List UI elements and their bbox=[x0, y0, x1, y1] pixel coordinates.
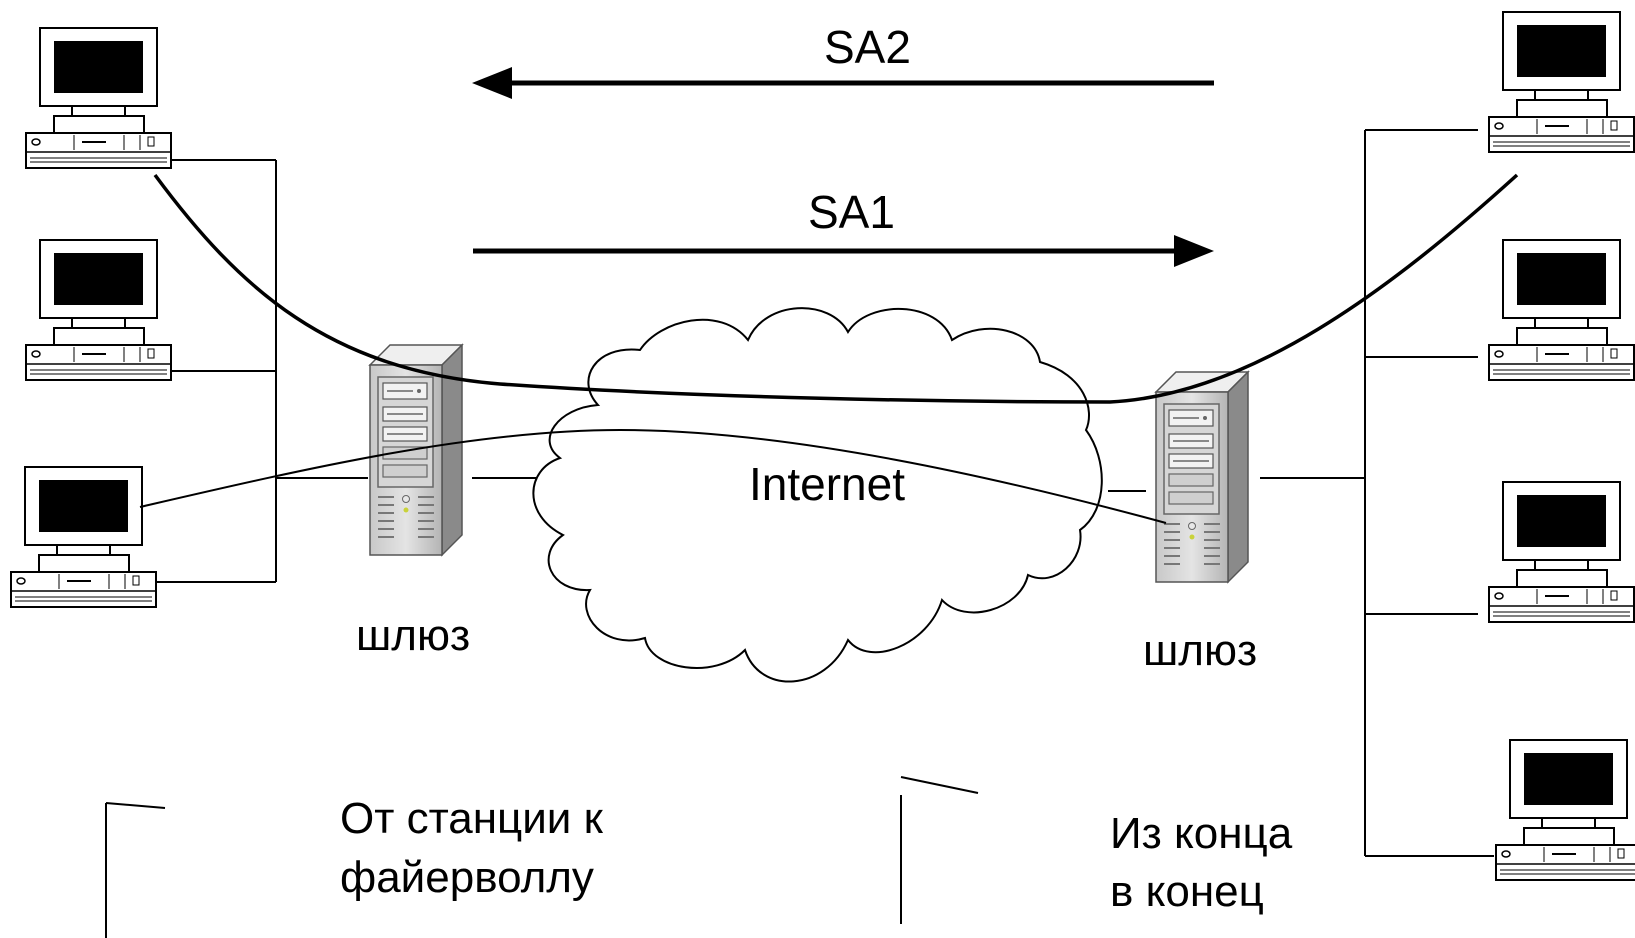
station-to-firewall-path bbox=[139, 428, 1167, 524]
left-note-bracket bbox=[105, 802, 166, 938]
right-note-bracket bbox=[900, 776, 979, 924]
right-lan-bus bbox=[1260, 129, 1494, 857]
sa1-arrow bbox=[473, 235, 1214, 267]
right-note-line2: в конец bbox=[1110, 867, 1264, 916]
sa2-arrow bbox=[472, 67, 1214, 99]
left-workstation-2 bbox=[25, 239, 172, 381]
left-lan-bus bbox=[155, 159, 368, 583]
left-note-line2: файерволлу bbox=[340, 853, 594, 902]
right-workstation-4 bbox=[1495, 739, 1635, 881]
left-note-line1: От станции к bbox=[340, 794, 604, 843]
sa1-label: SA1 bbox=[808, 186, 895, 238]
wan-links bbox=[472, 477, 1146, 492]
right-note-line1: Из конца bbox=[1110, 809, 1293, 858]
internet-label: Internet bbox=[749, 458, 905, 510]
right-workstation-2 bbox=[1488, 239, 1635, 381]
sa2-label: SA2 bbox=[824, 21, 911, 73]
left-workstation-3 bbox=[10, 466, 157, 608]
end-to-end-path bbox=[153, 173, 1519, 404]
left-gateway-label: шлюз bbox=[356, 611, 470, 660]
right-gateway-label: шлюз bbox=[1143, 626, 1257, 675]
right-gateway-server bbox=[1155, 371, 1249, 583]
right-workstation-3 bbox=[1488, 481, 1635, 623]
left-workstation-1 bbox=[25, 27, 172, 169]
right-workstation-1 bbox=[1488, 11, 1635, 153]
